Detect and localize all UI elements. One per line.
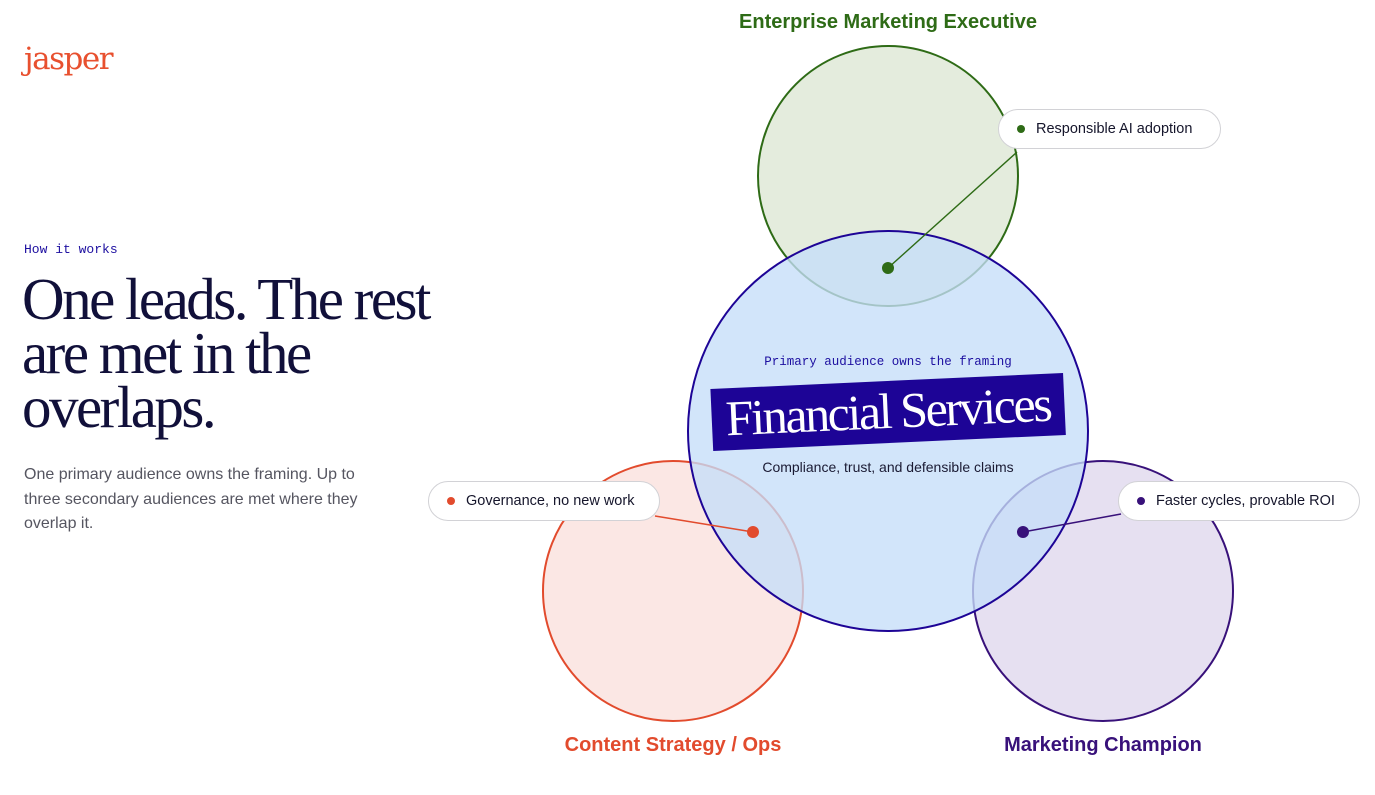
primary-audience-subtitle: Compliance, trust, and defensible claims <box>762 459 1014 475</box>
overlap-label-governance: Governance, no new work <box>428 481 660 521</box>
secondary-audience-title-content-strategy: Content Strategy / Ops <box>564 734 782 756</box>
overlap-label-text: Responsible AI adoption <box>1036 121 1193 137</box>
overlap-point-purple <box>1017 526 1029 538</box>
page-title: One leads. The rest are met in the overl… <box>22 266 431 440</box>
secondary-audience-title-marketing-champion: Marketing Champion <box>1004 734 1202 756</box>
connector-line-green <box>887 151 1018 269</box>
overlap-label-responsible-ai: Responsible AI adoption <box>998 109 1221 149</box>
overlap-label-text: Governance, no new work <box>466 493 635 509</box>
overlap-label-text: Faster cycles, provable ROI <box>1156 493 1335 509</box>
jasper-logo[interactable]: jasper <box>24 41 114 77</box>
purple-dot-icon <box>1137 497 1145 505</box>
overlap-point-red <box>747 526 759 538</box>
section-eyebrow: How it works <box>24 242 118 257</box>
secondary-audience-title-enterprise: Enterprise Marketing Executive <box>739 11 1037 33</box>
red-dot-icon <box>447 497 455 505</box>
overlap-label-faster-cycles: Faster cycles, provable ROI <box>1118 481 1360 521</box>
overlap-point-green <box>882 262 894 274</box>
section-description: One primary audience owns the framing. U… <box>24 466 358 532</box>
primary-audience-caption: Primary audience owns the framing <box>764 355 1012 369</box>
green-dot-icon <box>1017 125 1025 133</box>
connector-line-red <box>654 515 754 533</box>
connector-line-purple <box>1022 513 1122 533</box>
